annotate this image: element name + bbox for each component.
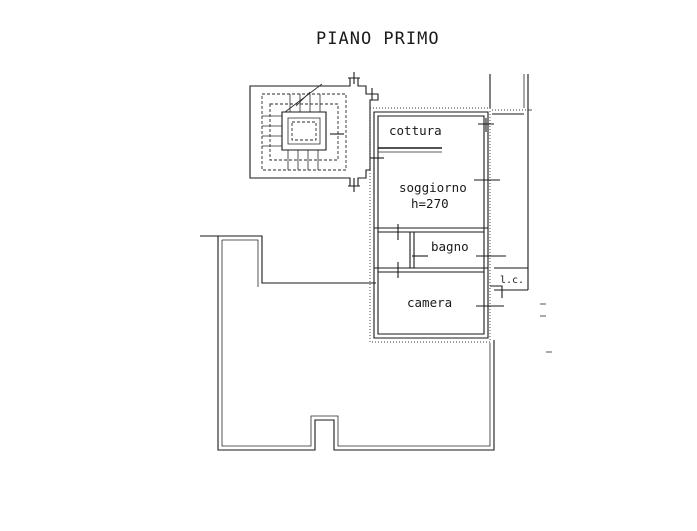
- room-label-camera: camera: [407, 295, 452, 310]
- right-exterior: [489, 74, 552, 353]
- terrace-outline: [200, 235, 495, 451]
- room-label-cottura: cottura: [389, 123, 442, 138]
- room-label-wc: l.c.: [500, 275, 524, 286]
- apartment-walls: [373, 111, 506, 339]
- apartment-boundary: [369, 107, 491, 343]
- plan-title: PIANO PRIMO: [316, 29, 440, 49]
- staircase: [249, 72, 384, 192]
- room-label-bagno: bagno: [431, 239, 469, 254]
- room-label-height: h=270: [411, 196, 449, 211]
- room-label-soggiorno: soggiorno: [399, 180, 467, 195]
